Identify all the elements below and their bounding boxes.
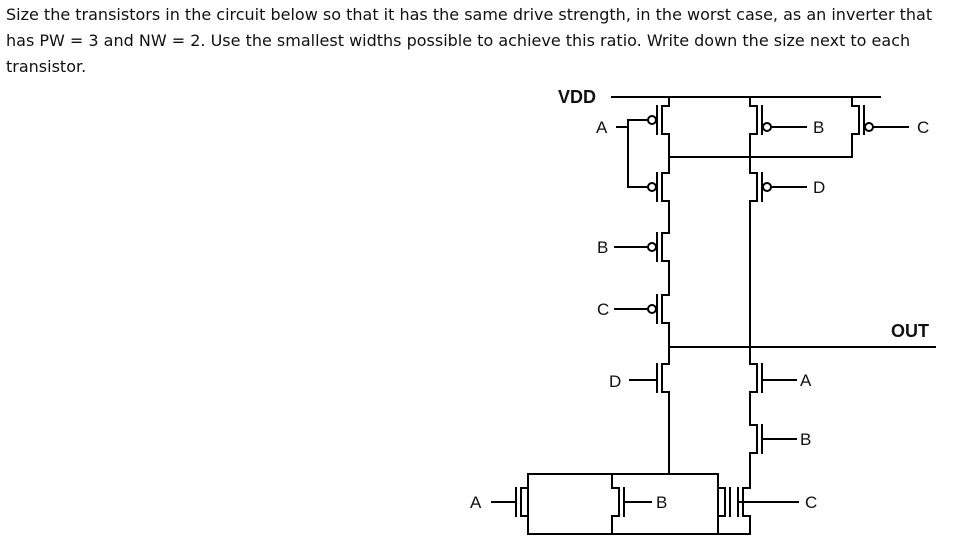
pmos-transistor-b-stack xyxy=(614,224,670,290)
nmos-transistor-b-bottom xyxy=(611,473,652,535)
nmos-transistor-a-bottom xyxy=(491,487,529,517)
pmos-d-right-gate-label: D xyxy=(813,178,825,197)
nmos-transistor-c-bottom xyxy=(717,473,799,535)
nmos-transistor-b xyxy=(749,419,797,475)
pmos-transistor-a xyxy=(627,96,670,188)
nmos-transistor-a xyxy=(749,346,797,421)
pmos-transistor-c-right xyxy=(749,96,909,158)
pmos-transistor-d-right xyxy=(749,156,807,348)
vdd-label: VDD xyxy=(558,87,596,107)
nmos-b-bottom-gate-label: B xyxy=(656,493,667,512)
pmos-b-top-gate-label: B xyxy=(813,118,824,137)
pmos-transistor-c-stack xyxy=(614,288,670,348)
nmos-transistor-d xyxy=(629,346,670,475)
question-text: Size the transistors in the circuit belo… xyxy=(6,5,933,76)
nmos-c-gate-label: C xyxy=(805,493,817,512)
nmos-a-gate-label: A xyxy=(800,371,812,390)
pmos-a-gate-label: A xyxy=(596,118,608,137)
nmos-bottom-box xyxy=(527,473,719,535)
pmos-c-right-gate-label: C xyxy=(917,118,929,137)
pmos-transistor-a-stack xyxy=(647,156,670,226)
pmos-transistor-b-top xyxy=(749,96,807,158)
nmos-d-gate-label: D xyxy=(609,372,621,391)
pmos-c-stack-gate-label: C xyxy=(597,300,609,319)
nmos-b-gate-label: B xyxy=(800,430,811,449)
pmos-b-stack-gate-label: B xyxy=(597,238,608,257)
out-label: OUT xyxy=(891,321,929,341)
nmos-a-bottom-gate-label: A xyxy=(470,493,482,512)
